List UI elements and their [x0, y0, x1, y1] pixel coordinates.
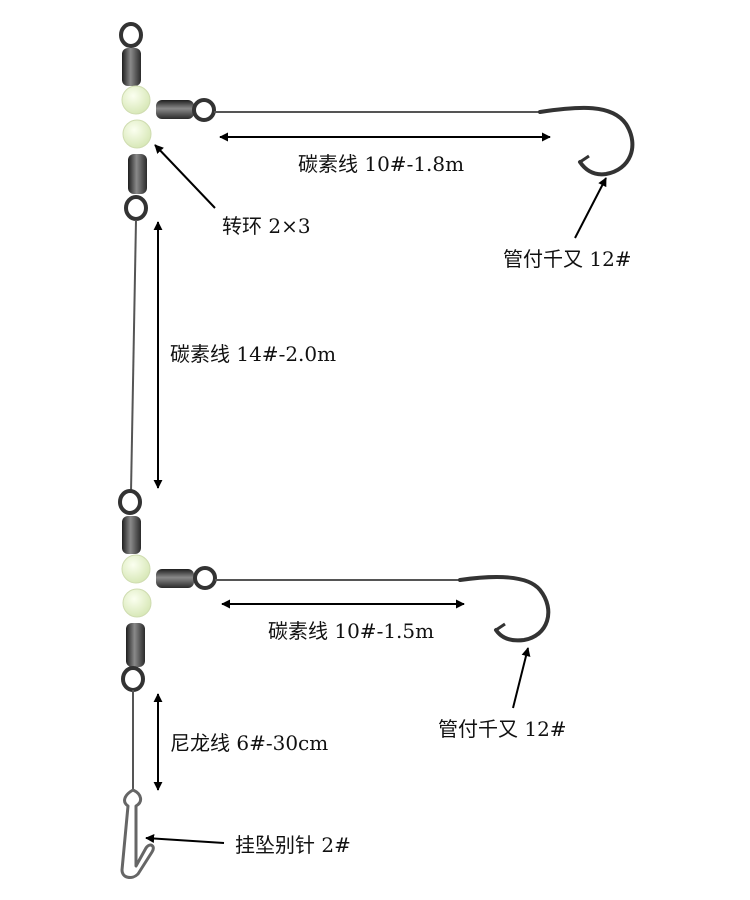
upper-branch-line-label: 碳素线 10#-1.8m [298, 152, 464, 176]
lower-hook-pointer-arrow [512, 647, 531, 709]
lower-hook-barb [495, 622, 506, 632]
lower-bottom-barrel [126, 623, 145, 667]
upper-bottom-barrel [128, 154, 147, 194]
upper-three-way-swivel [119, 22, 216, 221]
upper-hook [538, 105, 635, 177]
upper-bottom-ring [124, 195, 148, 221]
upper-side-barrel [156, 100, 194, 119]
upper-side-ring [192, 98, 216, 122]
lower-branch-line-label: 碳素线 10#-1.5m [268, 619, 434, 643]
lower-bead-1 [121, 554, 151, 584]
upper-swivel-pointer-arrow [154, 144, 216, 209]
lower-hook [458, 575, 551, 643]
upper-hook-label: 管付千又 12# [503, 247, 632, 271]
lower-top-barrel [122, 516, 141, 554]
upper-hook-pointer-arrow [574, 177, 607, 239]
leader-line-label: 尼龙线 6#-30cm [170, 731, 328, 755]
upper-top-barrel [122, 48, 141, 86]
upper-swivel-label: 转环 2×3 [222, 214, 311, 238]
upper-bead-2 [122, 119, 152, 149]
lower-three-way-swivel [118, 489, 217, 692]
snap-pointer-arrow [145, 834, 225, 844]
snap-label: 挂坠别针 2# [235, 833, 351, 857]
lower-bead-2 [122, 588, 152, 618]
snap-clip [120, 788, 155, 879]
upper-bead-1 [121, 85, 151, 115]
lower-side-barrel [156, 569, 194, 588]
main-line [130, 219, 137, 493]
lower-top-ring [118, 489, 142, 515]
lower-bottom-ring [121, 666, 145, 692]
lower-hook-label: 管付千又 12# [438, 717, 567, 741]
upper-hook-barb [579, 154, 590, 164]
upper-top-ring [119, 22, 143, 48]
lower-side-ring [193, 566, 217, 590]
main-line-label: 碳素线 14#-2.0m [170, 342, 336, 366]
